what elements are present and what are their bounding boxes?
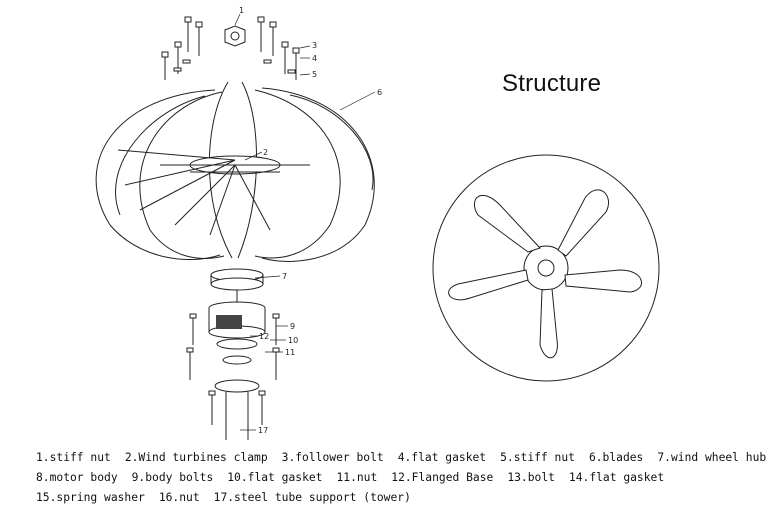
callout-3: 3 [312,41,317,50]
stiff-nut-part [224,25,246,47]
page-title: Structure [502,70,602,97]
callout-2: 2 [263,148,268,157]
legend-item: 10.flat gasket [227,471,323,484]
callout-labels: 1 2 3 4 5 6 7 9 10 11 12 17 [239,6,382,435]
legend-item: 3.follower bolt [281,451,384,464]
callout-7: 7 [282,272,287,281]
callout-17: 17 [258,426,268,435]
callout-5: 5 [312,70,317,79]
flanged-base-part [214,338,260,440]
callout-1: 1 [239,6,244,15]
legend-item: 2.Wind turbines clamp [124,451,268,464]
legend-item: 15.spring washer [36,491,145,504]
legend-item: 16.nut [158,491,200,504]
body-bolts [186,313,280,380]
callout-11: 11 [285,348,295,357]
legend-row-2: 8.motor body 9.body bolts 10.flat gasket 11… [36,471,678,484]
legend-item: 7.wind wheel hub [657,451,767,464]
legend-item: 6.blades [588,451,644,464]
motor-body-part [208,301,266,339]
legend-row-1: 1.stiff nut 2.Wind turbines clamp 3.follow… [36,451,780,464]
legend-item: 13.bolt [507,471,555,484]
callout-6: 6 [377,88,382,97]
wind-wheel-hub-part [210,268,264,304]
base-bolts [208,390,266,425]
legend-item: 8.motor body [36,471,118,484]
callout-9: 9 [290,322,295,331]
callout-leaders [234,13,376,431]
legend-item: 17.steel tube support (tower) [213,491,411,504]
legend-item: 14.flat gasket [568,471,665,484]
legend-item: 1.stiff nut [36,451,111,464]
legend-item: 9.body bolts [131,471,214,484]
follower-bolts-left [161,16,203,80]
legend-item: 12.Flanged Base [391,471,494,484]
callout-4: 4 [312,54,317,63]
legend-item: 11.nut [336,471,378,484]
exploded-turbine-diagram: 1 2 3 4 5 6 7 9 10 11 12 17 [95,6,660,440]
follower-bolts-right [257,16,300,80]
callout-10: 10 [288,336,298,345]
callout-12: 12 [259,332,269,341]
top-view-wheel [432,154,660,382]
legend-item: 4.flat gasket [397,451,487,464]
legend-item: 5.stiff nut [500,451,575,464]
legend-row-3: 15.spring washer 16.nut 17.steel tube supp… [36,491,425,504]
blades-cage [95,81,375,262]
